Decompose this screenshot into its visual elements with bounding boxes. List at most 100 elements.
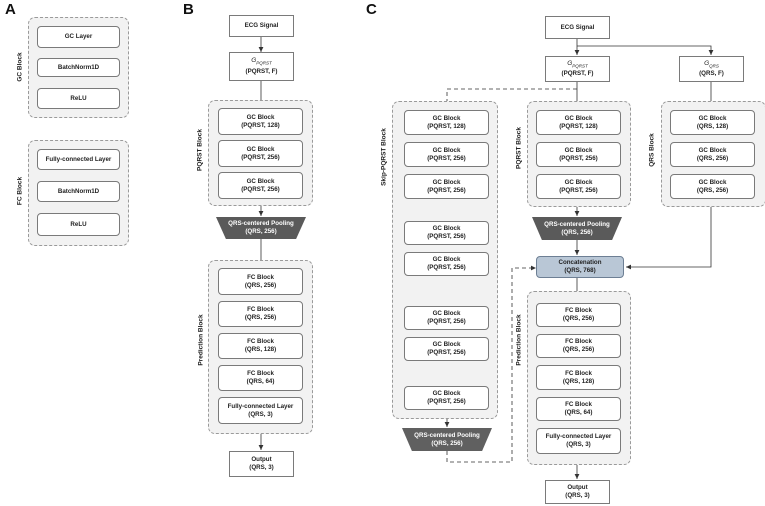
gc-block-box: GC Block(PQRST, 256) (404, 386, 489, 410)
box-shape: (QRS, 3) (249, 464, 274, 471)
box-title: GC Block (432, 146, 461, 154)
graph-symbol: GQRS (704, 59, 719, 69)
box-shape: (QRS, 256) (696, 186, 729, 194)
box-shape: (PQRST, 256) (427, 398, 466, 405)
box-shape: (PQRST, 256) (427, 186, 466, 194)
box-title: FC Block (565, 338, 592, 345)
box-shape: (QRS, 256) (561, 228, 593, 236)
box-shape: (QRS, 256) (244, 314, 277, 321)
box-shape: (PQRST, 128) (427, 122, 466, 130)
box-title: QRS-centered Pooling (544, 220, 610, 228)
box-title: ECG Signal (244, 22, 279, 29)
fully-connected-layer-box: Fully-connected Layer(QRS, 3) (536, 428, 621, 454)
box-shape: (QRS, F) (699, 70, 724, 78)
graph-symbol: GPQRST (567, 59, 588, 69)
box-title: Output (567, 484, 588, 491)
box-shape: (QRS, 3) (565, 492, 590, 499)
box-title: GC Block (246, 113, 275, 121)
gc-block-box: GC Block(QRS, 128) (670, 110, 755, 135)
box-title: BatchNorm1D (57, 187, 100, 195)
gc-block-box: GC Block(PQRST, 256) (404, 221, 489, 245)
box-title: FC Block (247, 338, 274, 345)
box-shape: (PQRST, F) (245, 67, 278, 75)
arrow (577, 45, 714, 55)
box-shape: (PQRST, 256) (241, 153, 280, 161)
graph-symbol: GPQRST (251, 57, 272, 66)
ecg-signal-box: ECG Signal (545, 16, 610, 39)
arrow (626, 199, 712, 270)
fc-block-group-label: FC Block (16, 176, 24, 206)
box-title: Fully-connected Layer (227, 402, 294, 410)
fc-block-box: FC Block(QRS, 64) (536, 397, 621, 421)
fc-block-box: FC Block(QRS, 256) (536, 303, 621, 327)
qrs-centered-pooling-box: QRS-centered Pooling(QRS, 256) (216, 217, 306, 239)
box-shape: (QRS, 128) (562, 377, 595, 385)
box-title: GC Block (564, 114, 593, 122)
box-shape: (PQRST, 256) (241, 185, 280, 193)
relu-box: ReLU (37, 88, 120, 109)
box-title: BatchNorm1D (57, 63, 100, 71)
box-title: FC Block (565, 369, 592, 377)
box-shape: (QRS, 64) (564, 409, 593, 416)
box-title: GC Block (432, 256, 461, 263)
gc-block-box: GC Block(PQRST, 256) (404, 142, 489, 167)
fully-connected-layer-box: Fully-connected Layer (37, 149, 120, 170)
fc-block-box: FC Block(QRS, 256) (536, 334, 621, 358)
box-shape: (QRS, 128) (696, 122, 729, 130)
box-title: FC Block (247, 273, 274, 281)
box-title: FC Block (565, 307, 592, 314)
box-shape: (PQRST, 256) (427, 318, 466, 325)
pqrst-block-group-label: PQRST Block (196, 129, 204, 171)
box-title: GC Block (432, 310, 461, 317)
fc-block-box: FC Block(QRS, 256) (218, 301, 303, 327)
gc-block-box: GC Block(QRS, 256) (670, 142, 755, 167)
g-pqrst-box: GPQRST (PQRST, F) (545, 56, 610, 82)
box-shape: (PQRST, 128) (559, 122, 598, 130)
gc-block-box: GC Block(QRS, 256) (670, 174, 755, 199)
box-shape: (QRS, 3) (566, 441, 591, 448)
box-title: QRS-centered Pooling (228, 220, 294, 227)
qrs-centered-pooling-box: QRS-centered Pooling(QRS, 256) (532, 217, 622, 240)
ecg-signal-box: ECG Signal (229, 15, 294, 37)
box-title: Concatenation (558, 259, 602, 266)
box-shape: (PQRST, 256) (427, 349, 466, 356)
fully-connected-layer-box: Fully-connected Layer(QRS, 3) (218, 397, 303, 424)
batchnorm-box: BatchNorm1D (37, 181, 120, 202)
panel-label-c: C (366, 1, 377, 18)
box-title: Fully-connected Layer (545, 433, 612, 440)
gc-block-box: GC Block(PQRST, 256) (536, 142, 621, 167)
gc-block-box: GC Block(PQRST, 256) (404, 306, 489, 330)
box-title: GC Layer (64, 33, 93, 40)
box-title: GC Block (246, 177, 275, 185)
fc-block-box: FC Block(QRS, 128) (536, 365, 621, 390)
box-title: FC Block (247, 306, 274, 313)
box-shape: (QRS, 256) (696, 154, 729, 162)
output-box: Output(QRS, 3) (545, 480, 610, 504)
concatenation-box: Concatenation(QRS, 768) (536, 256, 624, 278)
fc-block-box: FC Block(QRS, 256) (218, 268, 303, 295)
box-shape: (QRS, 256) (431, 439, 463, 447)
box-title: GC Block (698, 178, 727, 186)
panel-label-b: B (183, 1, 194, 18)
box-shape: (QRS, 768) (564, 267, 596, 274)
box-title: GC Block (432, 390, 461, 397)
box-shape: (QRS, 64) (246, 378, 275, 385)
qrs-centered-pooling-box: QRS-centered Pooling(QRS, 256) (402, 428, 492, 451)
box-title: GC Block (564, 178, 593, 186)
panel-label-a: A (5, 1, 16, 18)
gc-block-box: GC Block(PQRST, 256) (404, 337, 489, 361)
batchnorm-box: BatchNorm1D (37, 58, 120, 77)
box-title: QRS-centered Pooling (414, 431, 480, 439)
qrs-block-group-label: QRS Block (648, 133, 656, 167)
box-shape: (QRS, 256) (245, 228, 277, 235)
box-title: GC Block (432, 178, 461, 186)
box-title: GC Block (564, 146, 593, 154)
box-title: GC Block (246, 145, 275, 153)
gc-block-box: GC Block(PQRST, 128) (536, 110, 621, 135)
box-shape: (QRS, 256) (244, 281, 277, 289)
gc-block-box: GC Block(PQRST, 256) (536, 174, 621, 199)
box-shape: (PQRST, 256) (427, 233, 466, 240)
fc-block-box: FC Block(QRS, 128) (218, 333, 303, 359)
output-box: Output(QRS, 3) (229, 451, 294, 477)
box-title: GC Block (432, 225, 461, 232)
